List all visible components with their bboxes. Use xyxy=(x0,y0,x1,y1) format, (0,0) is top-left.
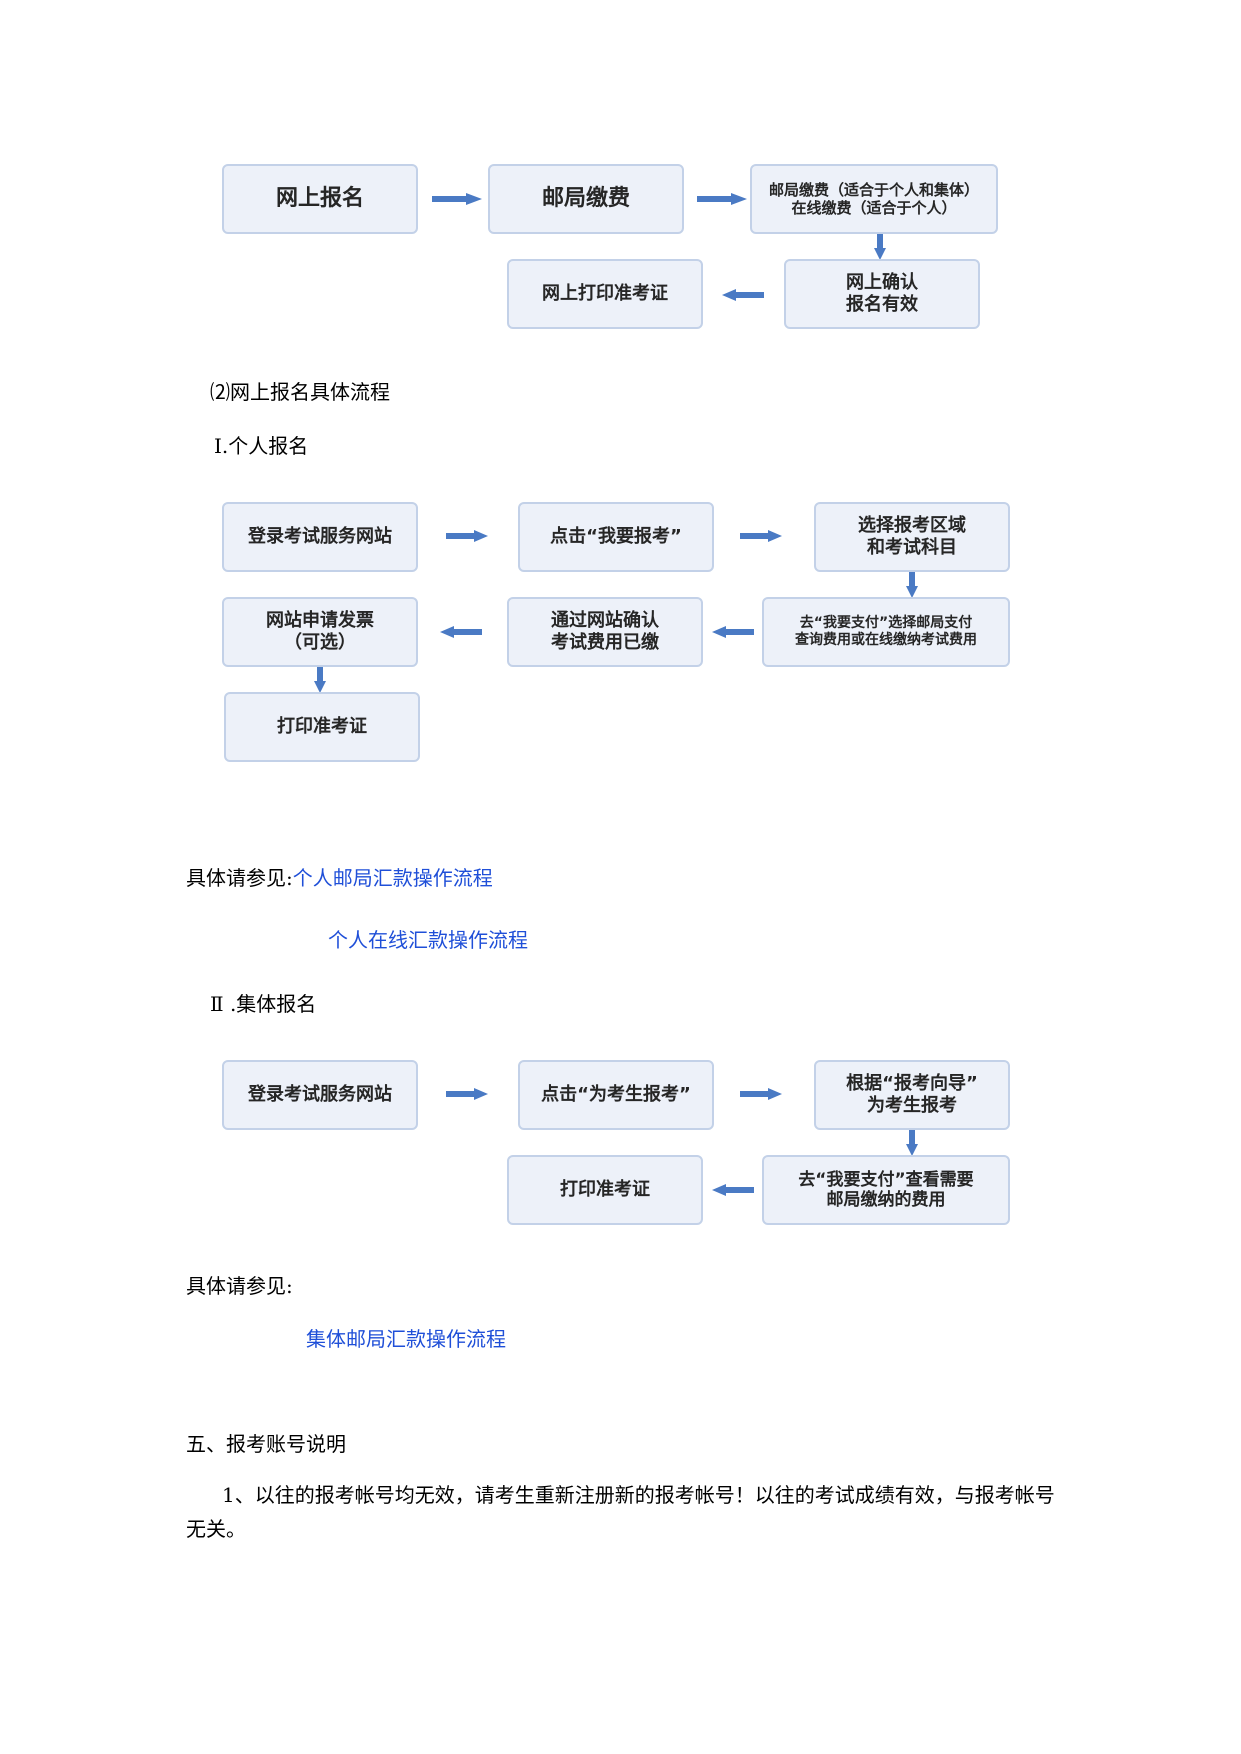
flow1-step-confirm-registration: 网上确认 报名有效 xyxy=(784,259,980,329)
group-step-login: 登录考试服务网站 xyxy=(222,1060,418,1130)
flow1-step-payment-methods: 邮局缴费（适合于个人和集体） 在线缴费（适合于个人） xyxy=(750,164,998,234)
individual-heading: Ⅰ.个人报名 xyxy=(214,434,309,458)
indiv-step-payment: 去“我要支付”选择邮局支付 查询费用或在线缴纳考试费用 xyxy=(762,597,1010,667)
indiv-step-select-region: 选择报考区域 和考试科目 xyxy=(814,502,1010,572)
arrow-right-icon xyxy=(446,530,488,542)
group-step-wizard: 根据“报考向导” 为考生报考 xyxy=(814,1060,1010,1130)
arrow-left-icon xyxy=(712,1184,754,1196)
link-group-post-remit[interactable]: 集体邮局汇款操作流程 xyxy=(306,1327,506,1351)
flow1-step-online-registration: 网上报名 xyxy=(222,164,418,234)
arrow-right-icon xyxy=(432,193,482,205)
indiv-step-click-apply: 点击“我要报考” xyxy=(518,502,714,572)
link-individual-post-remit[interactable]: 个人邮局汇款操作流程 xyxy=(292,866,493,890)
individual-refer-label: 具体请参见:个人邮局汇款操作流程 xyxy=(186,862,493,891)
group-step-click-apply: 点击“为考生报考” xyxy=(518,1060,714,1130)
section5-paragraph: 1、以往的报考帐号均无效，请考生重新注册新的报考帐号！以往的考试成绩有效，与报考… xyxy=(186,1483,1055,1541)
indiv-step-print: 打印准考证 xyxy=(224,692,420,762)
arrow-down-icon xyxy=(906,572,918,598)
arrow-left-icon xyxy=(722,289,764,301)
group-step-print: 打印准考证 xyxy=(507,1155,703,1225)
arrow-down-icon xyxy=(874,234,886,260)
arrow-left-icon xyxy=(712,626,754,638)
group-heading: Ⅱ .集体报名 xyxy=(210,992,317,1016)
link-individual-online-remit[interactable]: 个人在线汇款操作流程 xyxy=(328,928,528,952)
arrow-right-icon xyxy=(740,530,782,542)
arrow-left-icon xyxy=(440,626,482,638)
flow1-step-post-payment: 邮局缴费 xyxy=(488,164,684,234)
arrow-down-icon xyxy=(906,1130,918,1156)
group-step-payment: 去“我要支付”查看需要 邮局缴纳的费用 xyxy=(762,1155,1010,1225)
group-refer-label: 具体请参见: xyxy=(186,1274,293,1298)
arrow-down-icon xyxy=(314,667,326,693)
indiv-step-login: 登录考试服务网站 xyxy=(222,502,418,572)
arrow-right-icon xyxy=(740,1088,782,1100)
refer-label: 具体请参见: xyxy=(186,866,293,890)
indiv-step-confirm-paid: 通过网站确认 考试费用已缴 xyxy=(507,597,703,667)
indiv-step-invoice: 网站申请发票 （可选） xyxy=(222,597,418,667)
section5-heading: 五、报考账号说明 xyxy=(186,1432,346,1456)
flow1-step-print-admission: 网上打印准考证 xyxy=(507,259,703,329)
arrow-right-icon xyxy=(446,1088,488,1100)
arrow-right-icon xyxy=(697,193,747,205)
section-heading-online-process: ⑵网上报名具体流程 xyxy=(210,380,390,404)
